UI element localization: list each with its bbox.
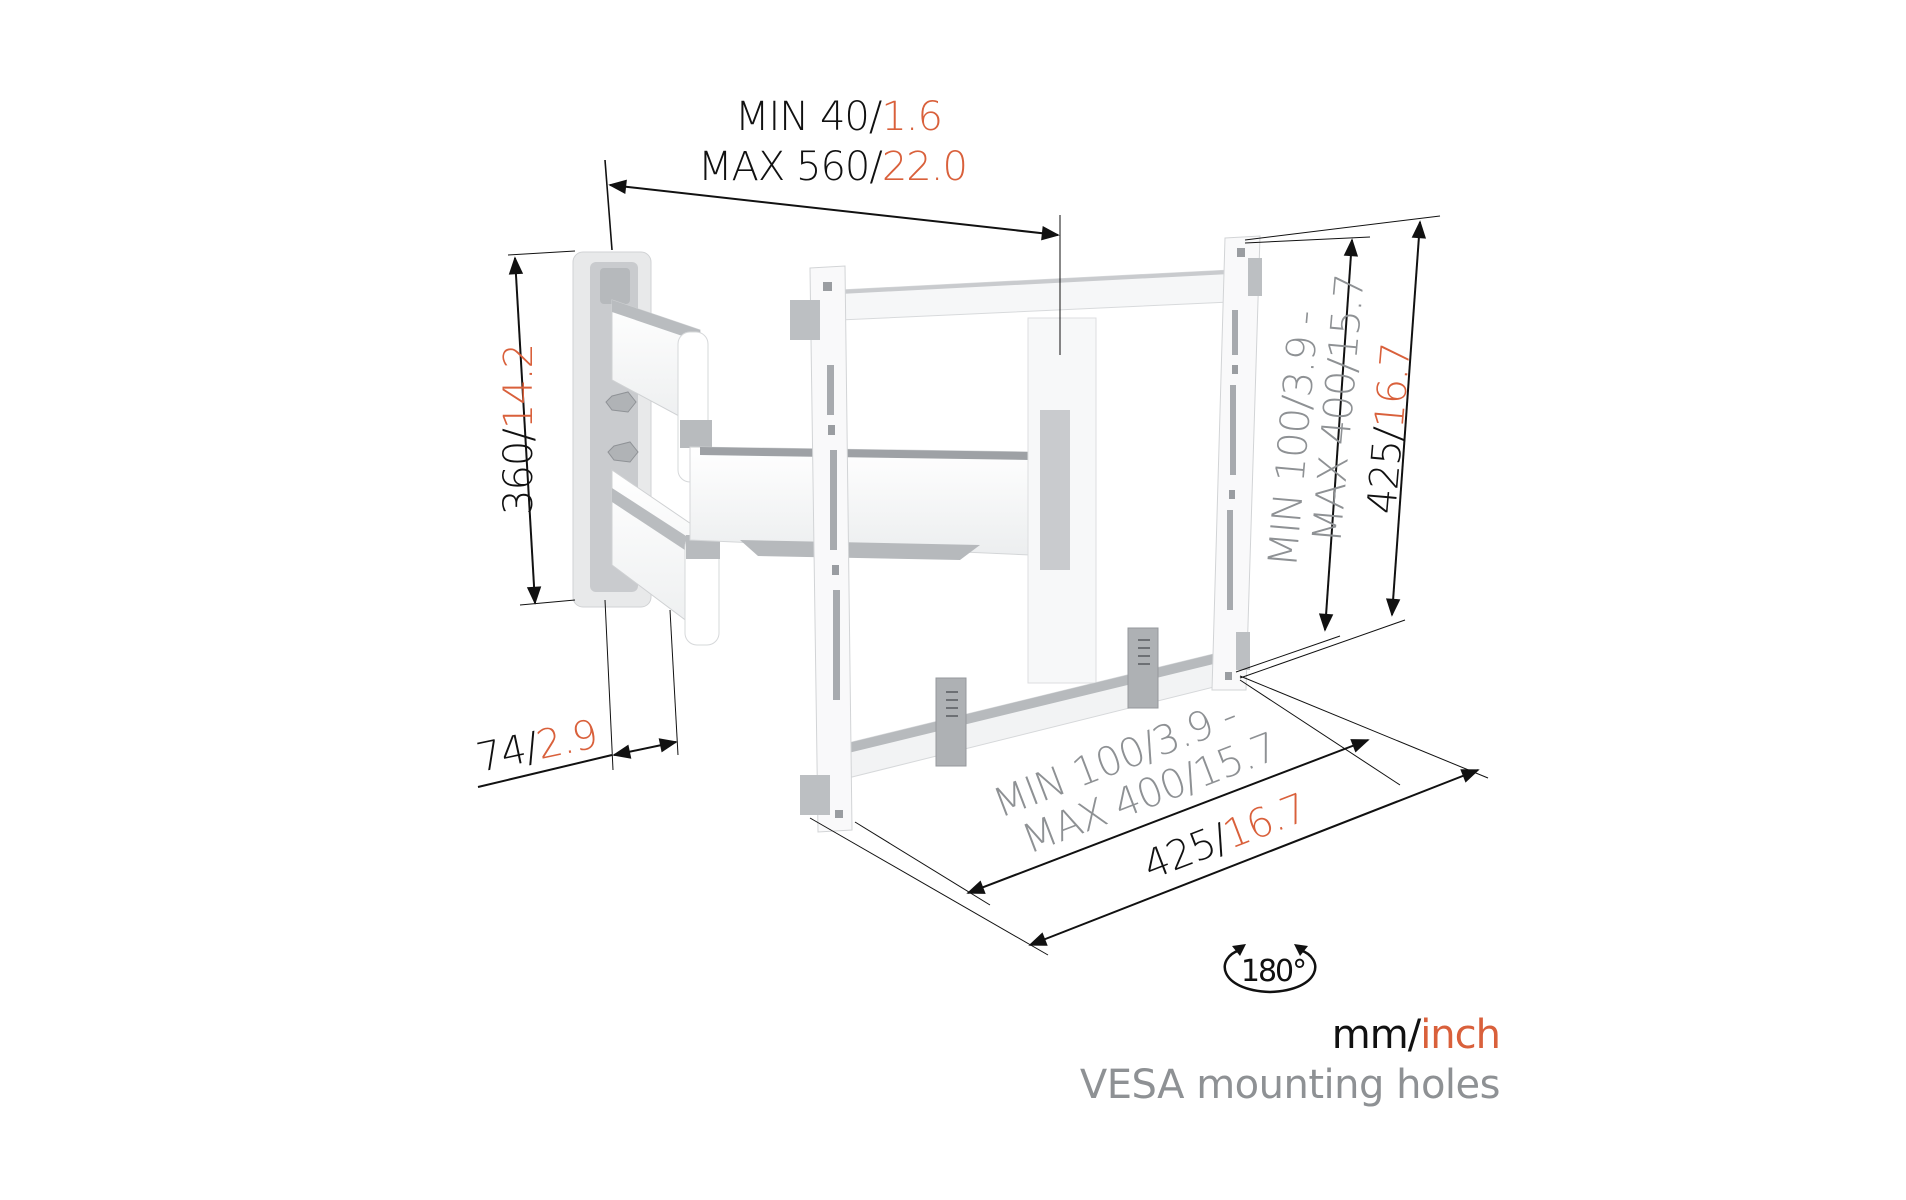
depth-max-mm: MAX 560/	[698, 144, 882, 190]
dimension-lines	[477, 159, 1489, 956]
svg-text:425/16.7: 425/16.7	[1359, 342, 1420, 516]
units-mm: mm/	[1331, 1012, 1421, 1058]
lower-arm	[611, 469, 720, 646]
depth-min-mm: MIN 40/	[735, 94, 882, 140]
rotation-badge: 180°	[1218, 946, 1328, 998]
vesa-vertical-label: MIN 100/3.9 - MAX 400/15.7	[1260, 273, 1374, 569]
wall-plate-depth-label: 74/2.9	[473, 711, 602, 781]
wall-plate-height-label: 360/14.2	[496, 344, 542, 515]
units-legend: mm/inch	[1080, 1012, 1501, 1058]
overall-height-inch: 16.7	[1367, 342, 1420, 431]
top-crossbar	[839, 269, 1231, 321]
overall-width-inch: 16.7	[1217, 785, 1313, 858]
svg-text:74/2.9: 74/2.9	[473, 711, 602, 781]
center-spine	[1027, 317, 1097, 684]
right-vesa-strip	[1211, 235, 1262, 691]
svg-text:360/14.2: 360/14.2	[496, 344, 542, 515]
cable-clip	[935, 677, 967, 767]
upper-arm	[611, 299, 712, 483]
svg-text:MAX 560/22.0: MAX 560/22.0	[698, 144, 967, 190]
wall-mount-illustration	[572, 235, 1262, 833]
overall-width-mm: 425/	[1137, 815, 1234, 889]
depth-max-inch: 22.0	[882, 144, 967, 190]
overall-height-mm: 425/	[1359, 426, 1412, 516]
plate-height-mm: 360/	[496, 429, 542, 515]
rotation-label: 180°	[1240, 954, 1307, 989]
main-arm	[689, 446, 1031, 560]
overall-height-label: 425/16.7	[1359, 342, 1420, 516]
vesa-legend: VESA mounting holes	[1079, 1062, 1501, 1108]
plate-height-inch: 14.2	[496, 344, 542, 429]
units-inch: inch	[1420, 1012, 1501, 1058]
depth-dimension-label: MIN 40/1.6 MAX 560/22.0	[698, 94, 968, 190]
svg-text:MIN 40/1.6: MIN 40/1.6	[735, 94, 942, 140]
depth-min-inch: 1.6	[881, 94, 942, 140]
left-vesa-strip	[790, 265, 853, 833]
rotation-180-icon	[1223, 944, 1317, 994]
cable-clip	[1127, 627, 1159, 709]
